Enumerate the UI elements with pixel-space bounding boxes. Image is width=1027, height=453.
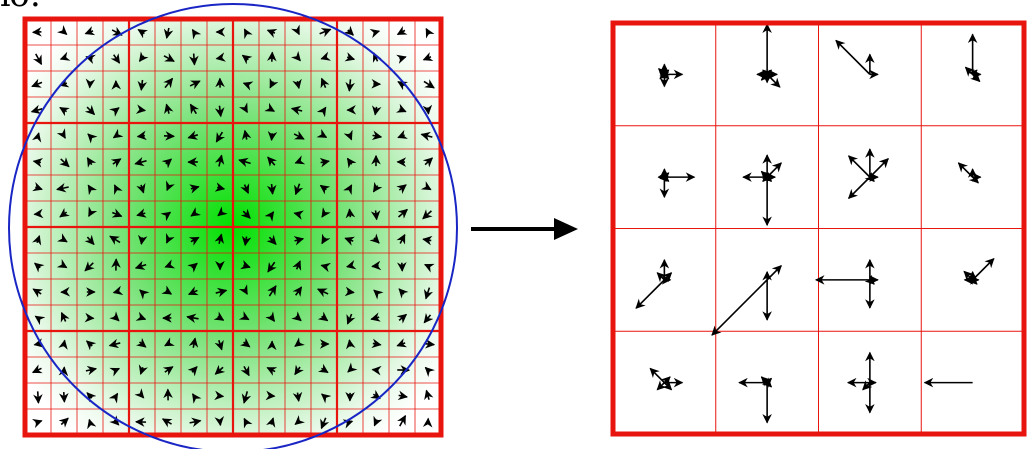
gradient-arrow xyxy=(372,266,378,267)
gradient-arrow xyxy=(321,265,325,266)
caption-text: ю: xyxy=(0,0,40,12)
cropped-caption-fragment: ю: xyxy=(0,0,40,18)
gradient-arrow xyxy=(90,82,91,88)
gradient-arrow xyxy=(164,136,174,137)
gradient-arrow xyxy=(220,420,221,425)
gradient-arrow xyxy=(349,209,350,217)
gradient-arrow xyxy=(194,54,195,65)
gradient-arrow xyxy=(114,292,118,293)
gradient-arrow xyxy=(64,392,65,402)
gradient-arrow xyxy=(272,133,273,140)
gradient-arrow xyxy=(141,237,142,244)
gradient-arrow xyxy=(138,136,145,137)
gradient-arrow xyxy=(140,110,145,111)
right-frame-bg xyxy=(613,23,1026,436)
right-arrow-icon xyxy=(471,218,578,240)
gradient-arrow xyxy=(272,184,273,194)
gradient-arrow xyxy=(372,370,378,371)
gradient-arrow xyxy=(428,107,429,113)
gradient-arrow xyxy=(217,58,223,59)
right-panel xyxy=(613,23,1026,436)
gradient-arrow xyxy=(349,340,350,346)
gradient-arrow xyxy=(33,32,41,33)
gradient-arrow xyxy=(347,292,353,293)
gradient-arrow xyxy=(272,52,273,61)
gradient-arrow xyxy=(376,210,377,219)
left-panel xyxy=(9,4,457,449)
gradient-arrow xyxy=(38,391,39,403)
gradient-arrow xyxy=(89,420,90,424)
gradient-arrow xyxy=(34,214,40,215)
gradient-arrow xyxy=(218,396,223,397)
gradient-arrow xyxy=(88,318,94,319)
